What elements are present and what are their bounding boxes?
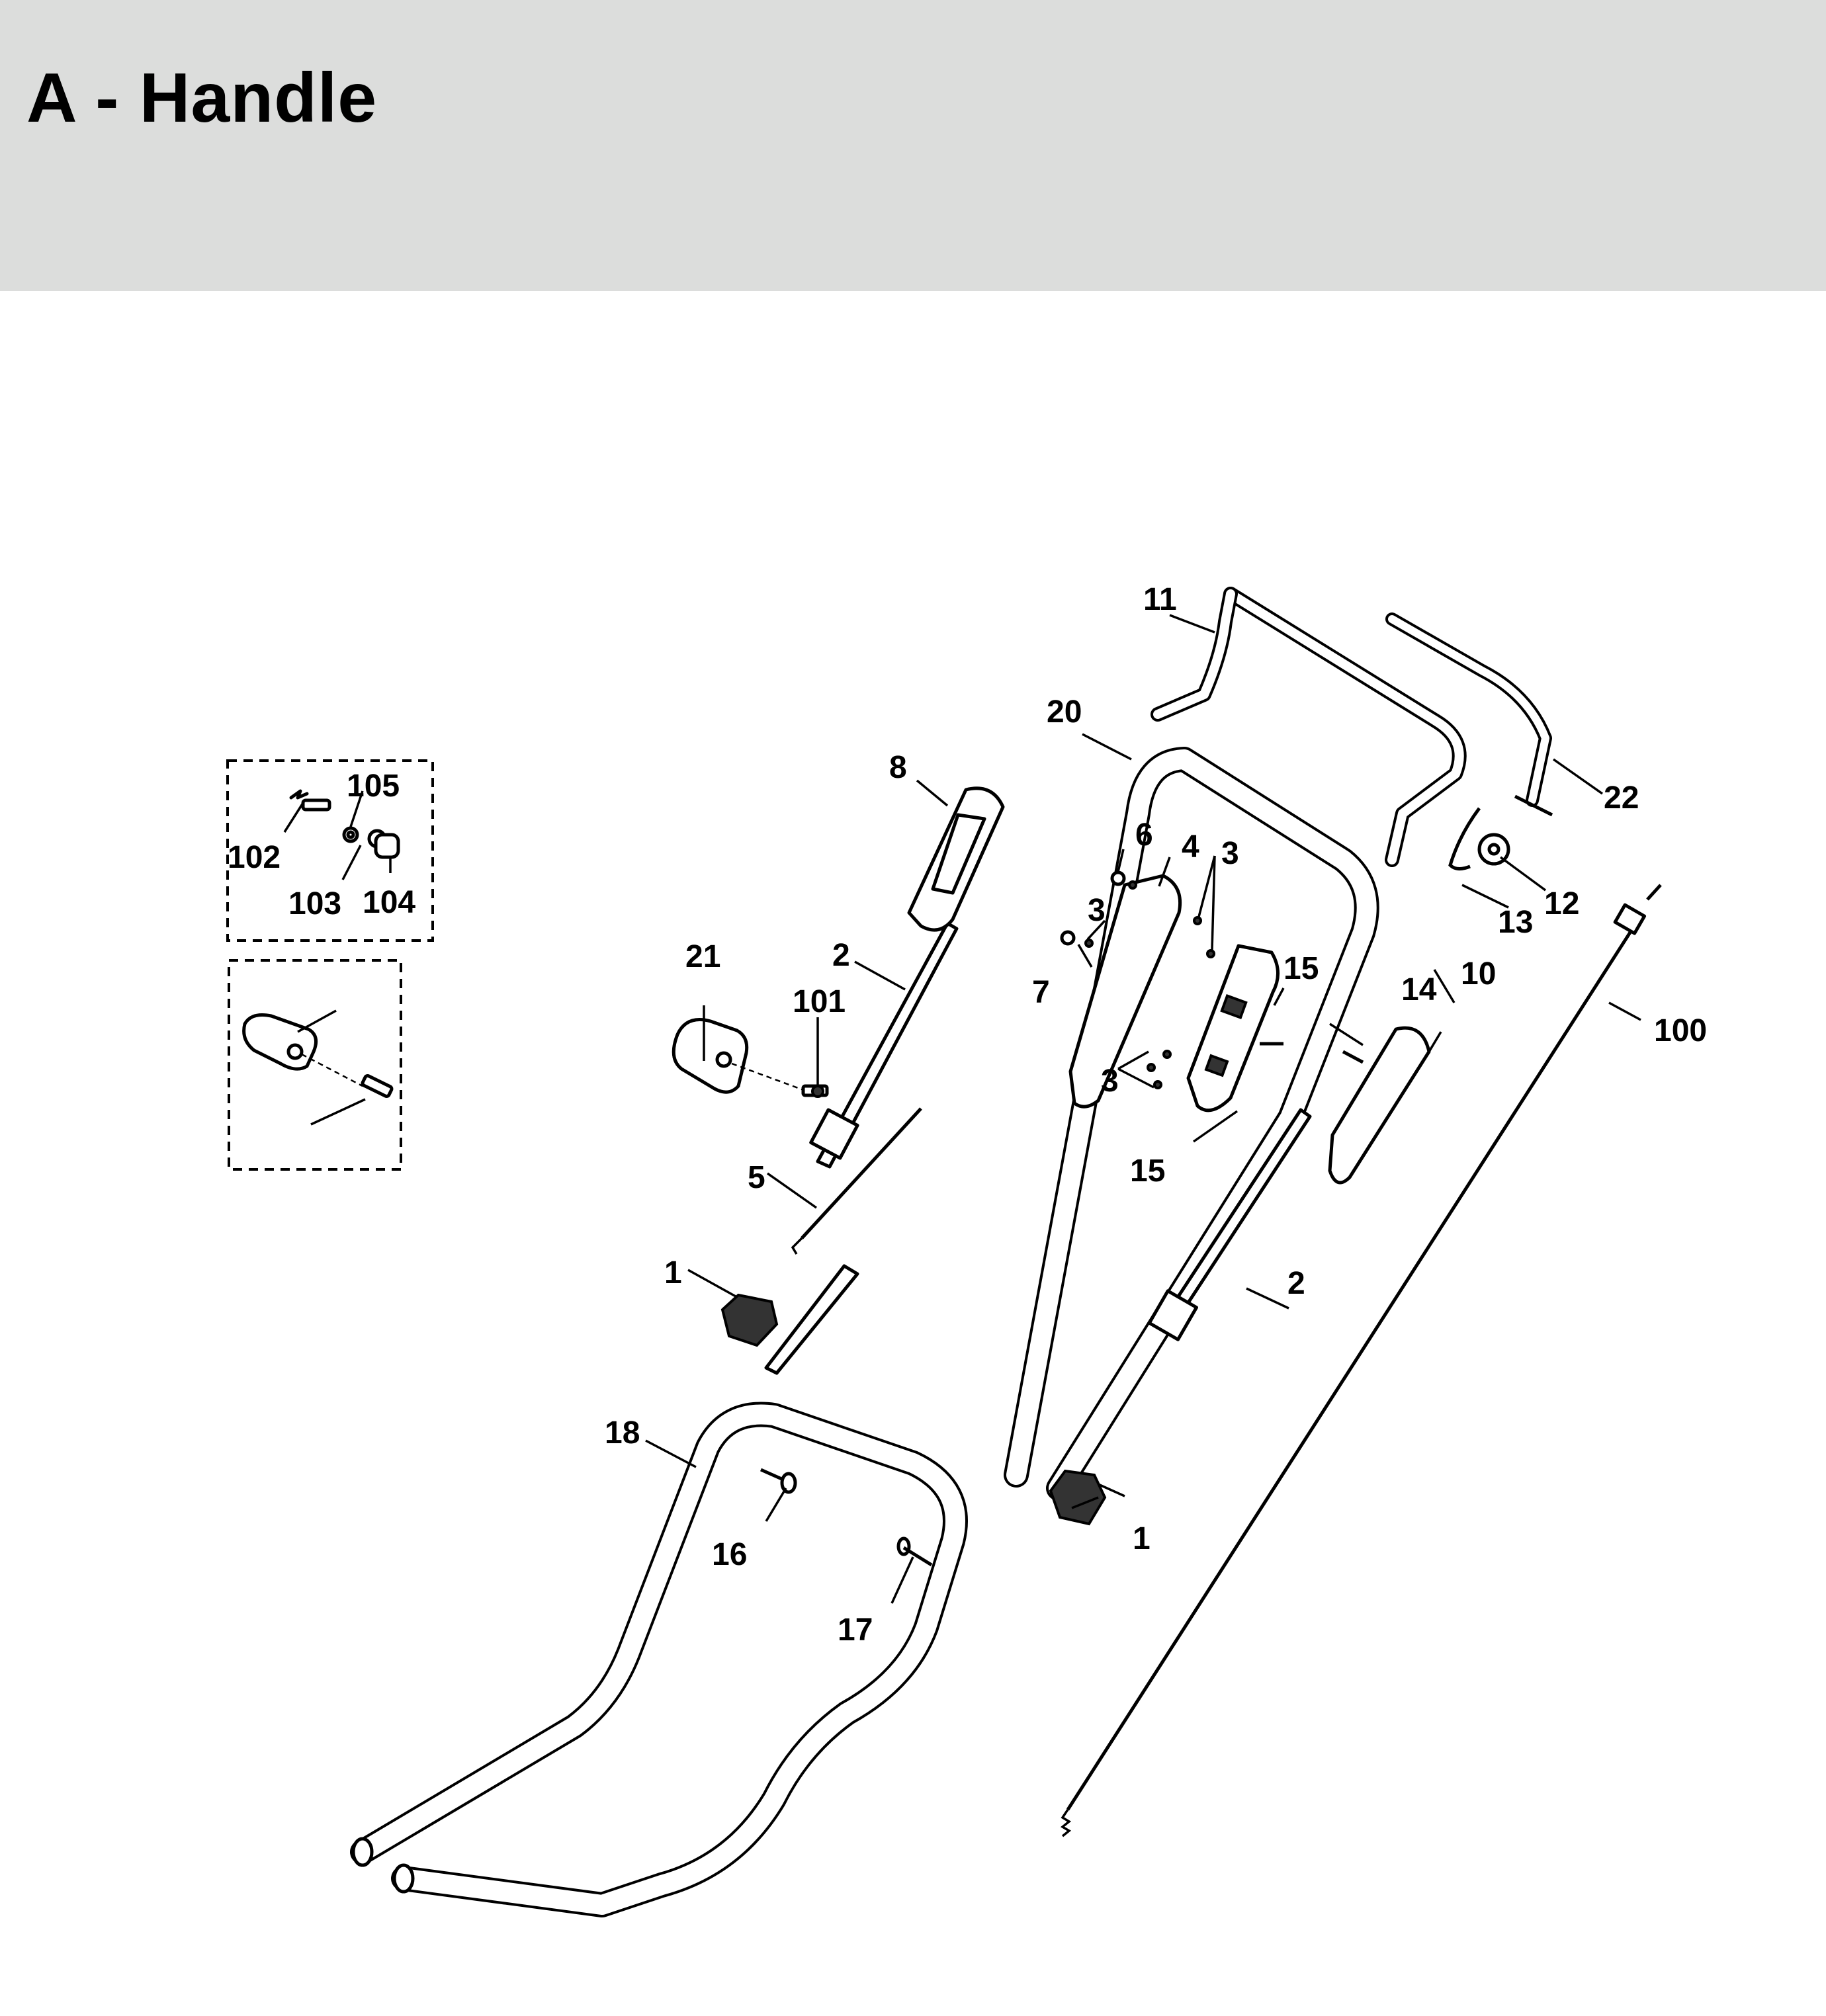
rod-20 xyxy=(1385,612,1553,817)
inset-box-lower xyxy=(228,959,402,1171)
callout-2b: 2 xyxy=(1287,1266,1305,1301)
header-band: A - Handle xyxy=(0,0,1826,291)
callout-101: 103 xyxy=(288,886,341,921)
bolt-15-upper xyxy=(760,1468,797,1494)
callout-14: 15 xyxy=(1130,1154,1165,1189)
cover-8 xyxy=(1328,1026,1431,1185)
clamp-lever-104 xyxy=(242,1013,318,1071)
screw-105 xyxy=(361,1074,394,1098)
page-title: A - Handle xyxy=(26,59,378,137)
spring-11 xyxy=(1448,807,1481,870)
callout-6a: 6 xyxy=(1135,818,1153,853)
callout-20: 22 xyxy=(1604,780,1639,816)
rail-2-left xyxy=(809,921,959,1169)
lower-handle-16 xyxy=(350,1402,968,1917)
housing-14 xyxy=(1186,944,1283,1113)
callout-102: 104 xyxy=(363,885,415,920)
knob-1-upper xyxy=(720,1293,779,1347)
cable-5 xyxy=(791,1107,922,1255)
nut-102 xyxy=(374,833,400,859)
rail-2-right xyxy=(1147,1108,1312,1341)
callout-3c: 3 xyxy=(1101,1064,1119,1099)
callout-10: 12 xyxy=(1544,886,1579,921)
callout-103: 105 xyxy=(347,769,400,804)
housing-4 xyxy=(1068,874,1182,1109)
bolt-100 xyxy=(301,798,331,812)
callout-15a: 16 xyxy=(712,1537,747,1572)
upper-handle-17 xyxy=(1004,747,1379,1501)
screw-22 xyxy=(801,1084,829,1098)
bail-bar-9 xyxy=(1151,587,1467,867)
callout-4: 4 xyxy=(1182,829,1199,864)
callout-5: 5 xyxy=(748,1160,765,1195)
callout-1b: 1 xyxy=(1133,1521,1151,1556)
callout-8: 10 xyxy=(1461,956,1496,991)
callout-15b: 17 xyxy=(838,1613,873,1648)
callout-6b: 7 xyxy=(1032,975,1050,1010)
inset-box-upper xyxy=(226,759,434,942)
callout-11: 13 xyxy=(1498,905,1533,940)
callout-17: 20 xyxy=(1047,694,1082,730)
clamp-lever-18 xyxy=(672,1018,808,1094)
knob-1-lower xyxy=(1049,1469,1107,1526)
callout-12: 14 xyxy=(1401,972,1437,1007)
rail-left-lower xyxy=(764,1264,859,1375)
callout-labels: 11 20 8 22 6 4 3 12 13 3 7 15 14 10 100 … xyxy=(228,582,1707,1648)
callout-13: 15 xyxy=(1283,951,1319,986)
cover-7 xyxy=(907,786,1005,932)
callout-7: 8 xyxy=(889,750,907,785)
bolt-15-lower xyxy=(896,1536,933,1567)
callout-3a: 3 xyxy=(1221,836,1239,871)
callout-9: 11 xyxy=(1143,582,1177,617)
callout-100: 102 xyxy=(228,840,281,875)
screws-small xyxy=(1060,870,1364,1089)
callout-18: 21 xyxy=(685,939,720,974)
callout-2a: 2 xyxy=(832,938,850,973)
callout-1a: 1 xyxy=(664,1255,682,1290)
callout-22: 101 xyxy=(793,984,846,1019)
callout-3b: 3 xyxy=(1088,893,1106,928)
callout-21: 100 xyxy=(1654,1013,1707,1048)
bowden-cable-21 xyxy=(1060,884,1662,1837)
callout-16: 18 xyxy=(605,1415,640,1450)
leader-lines xyxy=(645,614,1641,1604)
